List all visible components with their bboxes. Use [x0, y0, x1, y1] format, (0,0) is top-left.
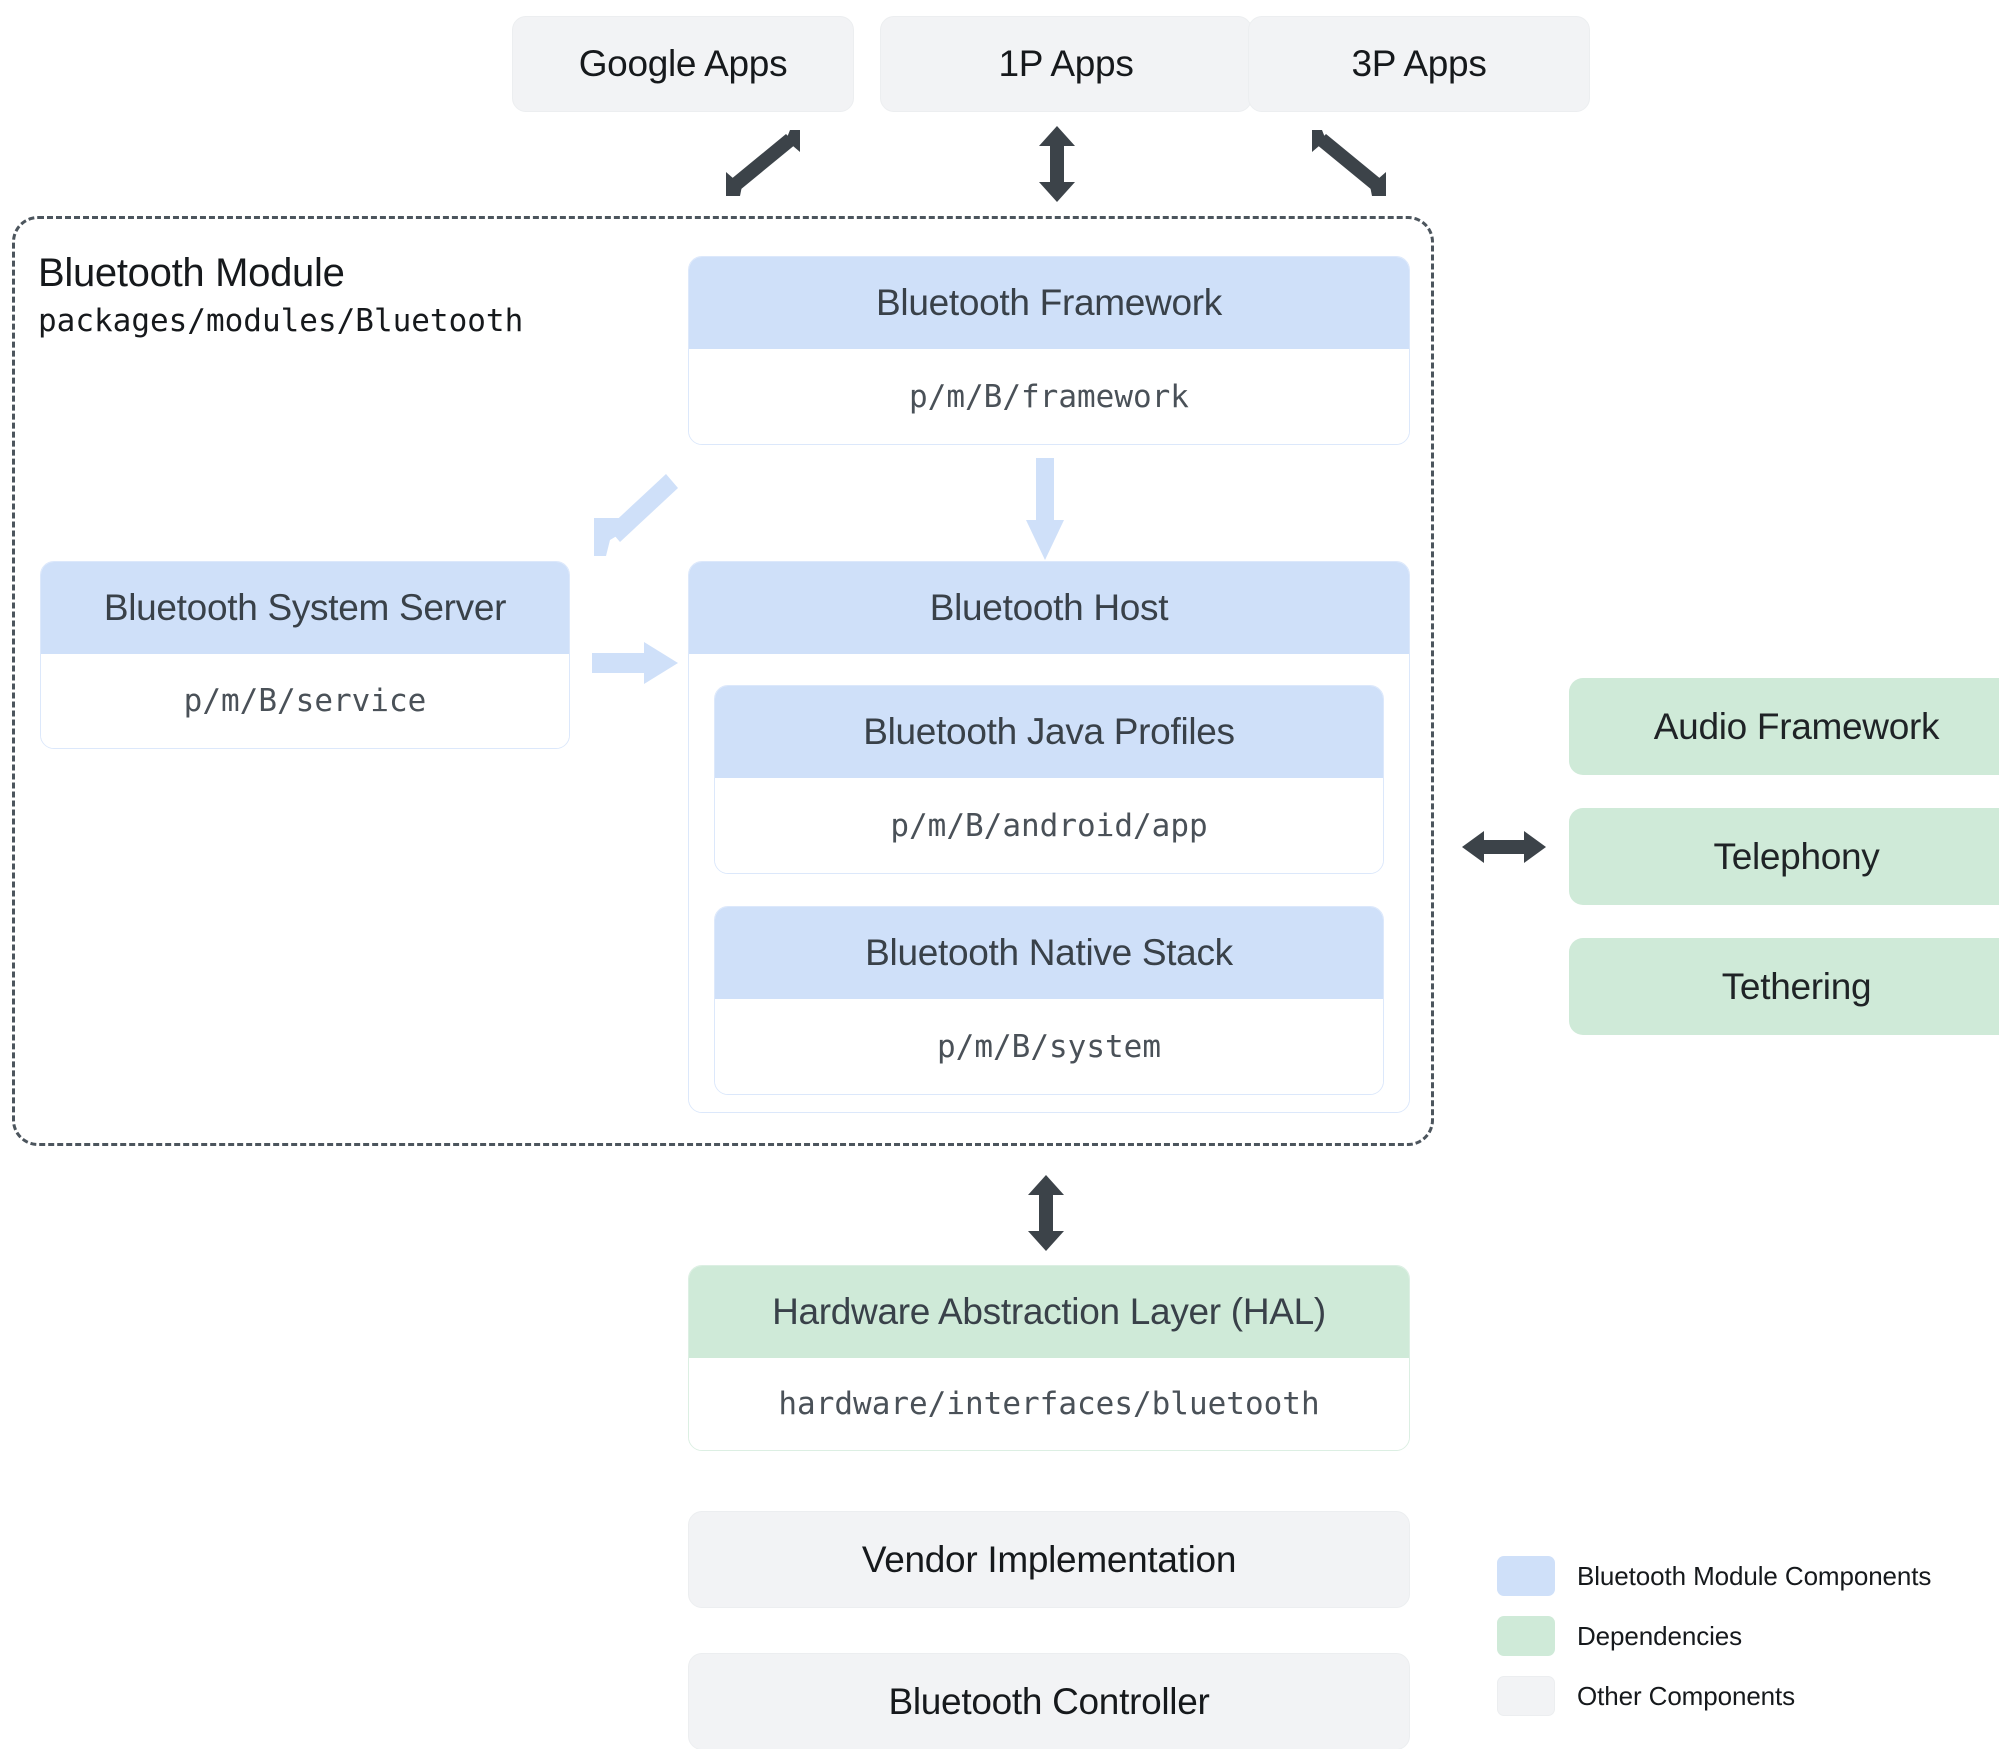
bluetooth-system-server-title: Bluetooth System Server: [41, 562, 569, 654]
legend-label-module-components: Bluetooth Module Components: [1577, 1560, 1932, 1591]
legend-label-other-components: Other Components: [1577, 1680, 1796, 1711]
first-party-apps-box[interactable]: 1P Apps: [880, 16, 1252, 112]
legend: Bluetooth Module Components Dependencies…: [1497, 1556, 1931, 1736]
bluetooth-native-stack-card[interactable]: Bluetooth Native Stack p/m/B/system: [714, 906, 1384, 1095]
legend-row-module-components: Bluetooth Module Components: [1497, 1556, 1931, 1596]
first-party-apps-label: 1P Apps: [998, 43, 1134, 84]
tethering-label: Tethering: [1721, 965, 1872, 1007]
audio-framework-box[interactable]: Audio Framework: [1569, 678, 1999, 775]
legend-label-dependencies: Dependencies: [1577, 1620, 1743, 1651]
bluetooth-module-container: [12, 216, 1434, 1146]
bluetooth-framework-title: Bluetooth Framework: [689, 257, 1409, 349]
bluetooth-java-profiles-card[interactable]: Bluetooth Java Profiles p/m/B/android/ap…: [714, 685, 1384, 874]
host-to-dependencies-arrow-icon: [1462, 825, 1546, 869]
bluetooth-framework-card[interactable]: Bluetooth Framework p/m/B/framework: [688, 256, 1410, 445]
legend-row-other-components: Other Components: [1497, 1676, 1931, 1716]
bluetooth-system-server-path: p/m/B/service: [41, 654, 569, 748]
hal-title: Hardware Abstraction Layer (HAL): [689, 1266, 1409, 1358]
third-party-apps-label: 3P Apps: [1351, 43, 1487, 84]
bluetooth-native-stack-path: p/m/B/system: [715, 999, 1383, 1094]
vendor-implementation-label: Vendor Implementation: [861, 1538, 1237, 1580]
hal-card[interactable]: Hardware Abstraction Layer (HAL) hardwar…: [688, 1265, 1410, 1451]
bluetooth-module-path: packages/modules/Bluetooth: [38, 303, 524, 339]
bluetooth-controller-box[interactable]: Bluetooth Controller: [688, 1653, 1410, 1749]
first-party-apps-arrow-icon: [1037, 126, 1077, 202]
audio-framework-label: Audio Framework: [1653, 705, 1940, 747]
service-to-host-arrow-icon: [592, 637, 680, 689]
third-party-apps-arrow-icon: [1310, 128, 1396, 200]
third-party-apps-box[interactable]: 3P Apps: [1248, 16, 1590, 112]
legend-row-dependencies: Dependencies: [1497, 1616, 1931, 1656]
bluetooth-java-profiles-title: Bluetooth Java Profiles: [715, 686, 1383, 778]
framework-to-host-arrow-icon: [1024, 458, 1066, 562]
vendor-implementation-box[interactable]: Vendor Implementation: [688, 1511, 1410, 1608]
bluetooth-java-profiles-path: p/m/B/android/app: [715, 778, 1383, 873]
bluetooth-host-title: Bluetooth Host: [689, 562, 1409, 654]
bluetooth-controller-label: Bluetooth Controller: [888, 1680, 1210, 1722]
telephony-label: Telephony: [1713, 835, 1880, 877]
bluetooth-framework-path: p/m/B/framework: [689, 349, 1409, 444]
hal-path: hardware/interfaces/bluetooth: [689, 1358, 1409, 1450]
module-to-hal-arrow-icon: [1026, 1175, 1066, 1251]
bluetooth-native-stack-title: Bluetooth Native Stack: [715, 907, 1383, 999]
legend-swatch-blue: [1497, 1556, 1555, 1596]
tethering-box[interactable]: Tethering: [1569, 938, 1999, 1035]
telephony-box[interactable]: Telephony: [1569, 808, 1999, 905]
google-apps-arrow-icon: [716, 128, 802, 200]
legend-swatch-gray: [1497, 1676, 1555, 1716]
framework-to-service-arrow-icon: [586, 462, 684, 560]
bluetooth-system-server-card[interactable]: Bluetooth System Server p/m/B/service: [40, 561, 570, 749]
google-apps-box[interactable]: Google Apps: [512, 16, 854, 112]
google-apps-label: Google Apps: [578, 43, 788, 84]
bluetooth-module-title: Bluetooth Module: [38, 251, 345, 295]
legend-swatch-green: [1497, 1616, 1555, 1656]
